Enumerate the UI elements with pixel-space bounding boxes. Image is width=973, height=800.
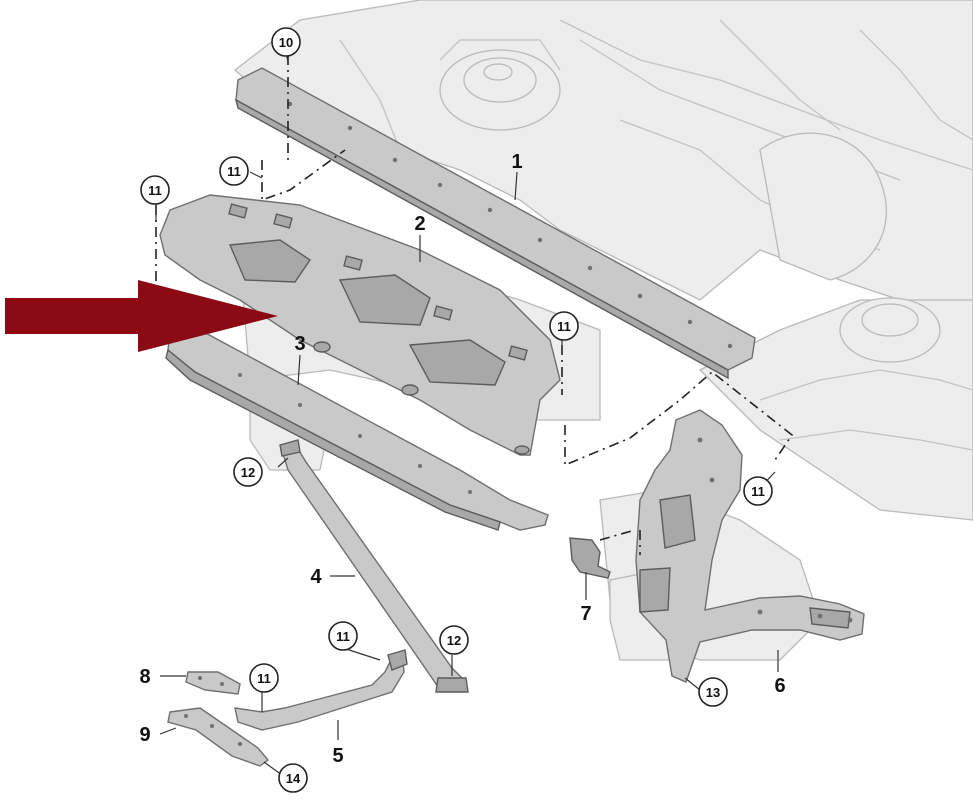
part-9-small-bracket — [167, 707, 270, 767]
leader-lines — [155, 47, 779, 776]
part-6-side-carrier — [635, 409, 865, 683]
callout-12-upper: 12 — [233, 457, 263, 487]
part-4-diagonal-strut — [279, 439, 469, 693]
callout-11-bracket: 11 — [328, 621, 358, 651]
part-5-lower-bracket — [234, 649, 408, 731]
svg-text:11: 11 — [257, 671, 271, 686]
callout-10: 10 — [271, 27, 301, 57]
callout-11-bottom: 11 — [249, 663, 279, 693]
label-part-8: 8 — [139, 666, 150, 688]
svg-text:11: 11 — [557, 319, 571, 334]
svg-text:10: 10 — [279, 35, 293, 50]
part-2-shield-plate — [159, 194, 561, 456]
part-8-small-bracket — [185, 671, 241, 695]
part-3-lower-cross-member — [165, 329, 549, 531]
svg-text:11: 11 — [227, 164, 241, 179]
label-part-9: 9 — [139, 724, 150, 746]
svg-text:12: 12 — [447, 633, 461, 648]
label-part-1: 1 — [511, 151, 522, 173]
callout-13: 13 — [698, 677, 728, 707]
label-part-4: 4 — [310, 566, 322, 588]
svg-text:11: 11 — [751, 484, 765, 499]
svg-text:11: 11 — [148, 183, 162, 198]
svg-text:11: 11 — [336, 629, 350, 644]
label-part-5: 5 — [332, 745, 343, 767]
label-part-7: 7 — [580, 603, 591, 625]
part-1-upper-cross-member — [234, 67, 756, 380]
part-7-clip — [569, 537, 611, 579]
watermark-text: otomoto — [6, 763, 86, 785]
callout-11-right: 11 — [743, 476, 773, 506]
label-part-6: 6 — [774, 675, 785, 697]
callout-12-lower: 12 — [439, 625, 469, 655]
callout-11-left: 11 — [140, 175, 170, 205]
svg-text:12: 12 — [241, 465, 255, 480]
svg-text:13: 13 — [706, 685, 720, 700]
label-part-3: 3 — [294, 333, 305, 355]
part-1-holes — [287, 101, 733, 349]
svg-text:14: 14 — [286, 771, 301, 786]
callout-11-center: 11 — [549, 311, 579, 341]
label-part-2: 2 — [414, 213, 425, 235]
callout-11-top: 11 — [219, 156, 249, 186]
indicator-arrow — [5, 280, 278, 352]
callout-14: 14 — [278, 763, 308, 793]
